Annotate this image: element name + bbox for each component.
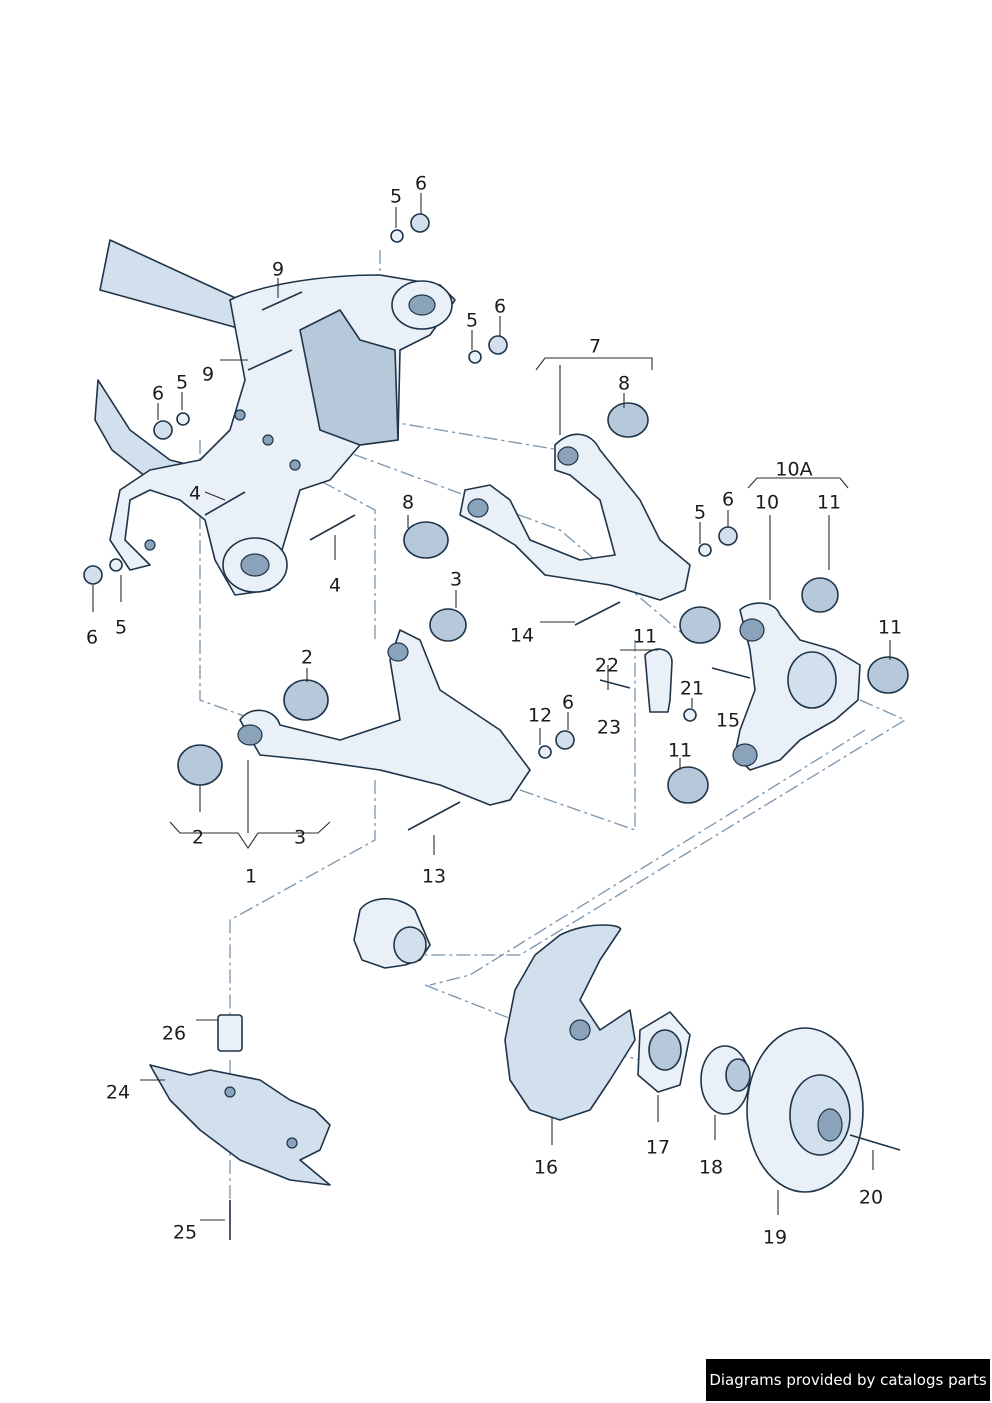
callout-14-bolt[interactable]: 14	[509, 624, 535, 647]
callout-8-bushing[interactable]: 8	[617, 372, 631, 395]
protective-plate[interactable]	[149, 1064, 331, 1186]
callout-16-cover-plate[interactable]: 16	[533, 1156, 559, 1179]
wheel-bearing[interactable]	[637, 1011, 691, 1093]
callout-4-bolt[interactable]: 4	[328, 574, 342, 597]
coupling-link[interactable]	[644, 648, 673, 713]
callout-15-coupling-link[interactable]: 15	[715, 709, 741, 732]
callout-3-bushing[interactable]: 3	[293, 826, 307, 849]
callout-9-bolt[interactable]: 9	[271, 258, 285, 281]
wheel-bearing-housing[interactable]	[667, 577, 909, 804]
callout-3-bushing[interactable]: 3	[449, 568, 463, 591]
callout-6-nut[interactable]: 6	[414, 172, 428, 195]
callout-11-bushing[interactable]: 11	[816, 491, 842, 514]
callout-6-nut[interactable]: 6	[721, 488, 735, 511]
callout-6-nut[interactable]: 6	[493, 295, 507, 318]
upper-control-arm[interactable]	[403, 402, 691, 601]
callout-12-washer[interactable]: 12	[527, 704, 553, 727]
callout-1-lower-control-arm[interactable]: 1	[244, 865, 258, 888]
callout-24-protective-plate[interactable]: 24	[105, 1081, 131, 1104]
callout-19-brake-disc[interactable]: 19	[762, 1226, 788, 1249]
callout-18-wheel-hub[interactable]: 18	[698, 1156, 724, 1179]
callout-10-wheel-bearing-housing[interactable]: 10	[754, 491, 780, 514]
brake-disc[interactable]	[746, 1027, 864, 1193]
cover-plate[interactable]	[504, 924, 636, 1121]
callout-17-wheel-bearing[interactable]: 17	[645, 1136, 671, 1159]
callout-6-nut[interactable]: 6	[151, 382, 165, 405]
callout-25-bolt[interactable]: 25	[172, 1221, 198, 1244]
callout-9-bolt[interactable]: 9	[201, 363, 215, 386]
callout-11-bushing[interactable]: 11	[632, 625, 658, 648]
leader-lines	[92, 193, 891, 1221]
callout-26-nut[interactable]: 26	[161, 1022, 187, 1045]
callout-4-bolt[interactable]: 4	[188, 482, 202, 505]
callout-11-bushing[interactable]: 11	[667, 739, 693, 762]
callout-2-bushing[interactable]: 2	[300, 646, 314, 669]
bolts[interactable]	[204, 291, 901, 1240]
drive-shaft-joint[interactable]	[353, 898, 431, 969]
callout-6-nut[interactable]: 6	[85, 626, 99, 649]
callout-5-washer[interactable]: 5	[693, 501, 707, 524]
wheel-hub[interactable]	[700, 1045, 751, 1115]
callout-7-upper-control-arm[interactable]: 7	[588, 335, 602, 358]
subframe[interactable]	[94, 239, 456, 596]
nuts-and-washers[interactable]	[83, 213, 738, 759]
watermark-banner: Diagrams provided by catalogs parts	[706, 1359, 990, 1401]
callout-5-washer[interactable]: 5	[175, 371, 189, 394]
callout-5-washer[interactable]: 5	[465, 309, 479, 332]
callout-6-nut[interactable]: 6	[561, 691, 575, 714]
callout-8-bushing[interactable]: 8	[401, 491, 415, 514]
callout-20-bolt[interactable]: 20	[858, 1186, 884, 1209]
callout-13-bolt[interactable]: 13	[421, 865, 447, 888]
callout-21-washer[interactable]: 21	[679, 677, 705, 700]
callout-10a-wheel-bearing-housing[interactable]: 10A	[775, 458, 813, 481]
callout-2-bushing[interactable]: 2	[191, 826, 205, 849]
callout-5-washer[interactable]: 5	[114, 616, 128, 639]
callout-22-bolt[interactable]: 22	[594, 654, 620, 677]
callout-23-bolt[interactable]: 23	[596, 716, 622, 739]
lower-control-arm[interactable]	[177, 608, 531, 806]
callout-5-washer[interactable]: 5	[389, 185, 403, 208]
callout-11-bushing[interactable]: 11	[877, 616, 903, 639]
